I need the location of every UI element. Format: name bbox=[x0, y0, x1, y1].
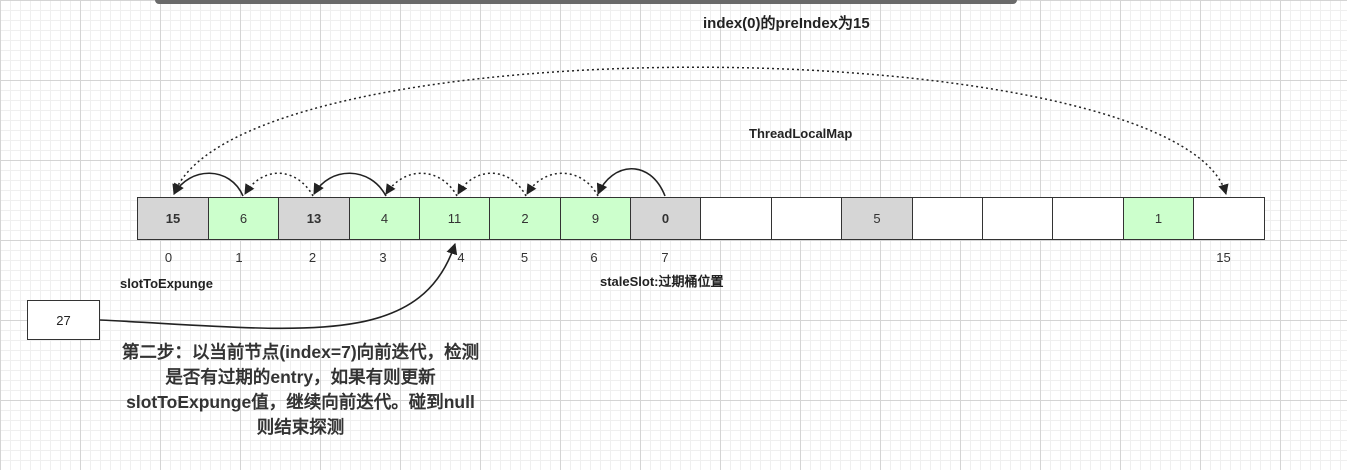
map-title: ThreadLocalMap bbox=[749, 126, 853, 141]
arc-7-to-6 bbox=[596, 168, 666, 197]
map-cell bbox=[1193, 197, 1265, 240]
index-label: 15 bbox=[1216, 250, 1231, 265]
slot-to-expunge-label: slotToExpunge bbox=[120, 276, 213, 291]
preindex-note: index(0)的preIndex为15 bbox=[703, 15, 870, 32]
map-cell: 2 bbox=[489, 197, 561, 240]
arc-1-to-0 bbox=[173, 172, 244, 197]
map-cell: 5 bbox=[841, 197, 913, 240]
arc-5-to-4 bbox=[457, 172, 527, 197]
index-label: 1 bbox=[235, 250, 243, 265]
window-top-bar bbox=[155, 0, 1017, 4]
map-cell: 13 bbox=[278, 197, 350, 240]
map-cell: 11 bbox=[419, 197, 490, 240]
index-label: 3 bbox=[379, 250, 387, 265]
map-cell bbox=[1052, 197, 1124, 240]
index-label: 2 bbox=[308, 250, 317, 265]
value-box: 27 bbox=[27, 300, 100, 340]
arc-3-to-2 bbox=[313, 172, 387, 197]
index-label: 7 bbox=[661, 250, 669, 265]
arc-4-to-3 bbox=[385, 172, 458, 197]
map-cell: 4 bbox=[349, 197, 420, 240]
index-label: 5 bbox=[520, 250, 529, 265]
index-label: 0 bbox=[164, 250, 173, 265]
index-label: 4 bbox=[457, 250, 465, 265]
box-to-cell4-arrow bbox=[99, 242, 458, 330]
map-cell: 6 bbox=[208, 197, 279, 240]
map-cell bbox=[771, 197, 842, 240]
wraparound-arrow bbox=[172, 66, 1229, 196]
stale-slot-label: staleSlot:过期桶位置 bbox=[600, 274, 724, 289]
map-cell bbox=[912, 197, 983, 240]
arc-2-to-1 bbox=[244, 172, 314, 197]
map-cell: 1 bbox=[1123, 197, 1194, 240]
map-cell bbox=[700, 197, 772, 240]
map-cell: 15 bbox=[137, 197, 209, 240]
map-cell: 0 bbox=[630, 197, 701, 240]
step-description: 第二步：以当前节点(index=7)向前迭代，检测是否有过期的entry，如果有… bbox=[121, 342, 480, 437]
map-cell bbox=[982, 197, 1053, 240]
map-cell: 9 bbox=[560, 197, 631, 240]
arc-6-to-5 bbox=[526, 172, 599, 197]
index-label: 6 bbox=[590, 250, 598, 265]
